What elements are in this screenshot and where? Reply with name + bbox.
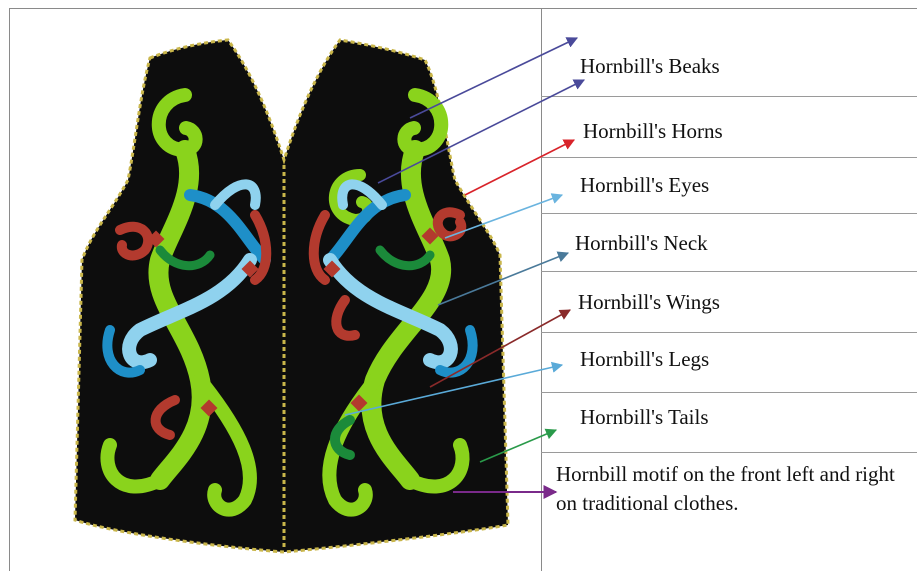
label-horns: Hornbill's Horns: [583, 119, 723, 143]
label-eyes: Hornbill's Eyes: [580, 173, 709, 197]
arrow-beaks-1: [410, 38, 577, 118]
label-tails: Hornbill's Tails: [580, 405, 709, 429]
label-legs: Hornbill's Legs: [580, 347, 709, 371]
arrow-horns: [465, 140, 574, 195]
caption-text: Hornbill motif on the front left and rig…: [556, 460, 916, 518]
label-wings: Hornbill's Wings: [578, 290, 720, 314]
label-neck: Hornbill's Neck: [575, 231, 708, 255]
label-beaks: Hornbill's Beaks: [580, 54, 720, 78]
